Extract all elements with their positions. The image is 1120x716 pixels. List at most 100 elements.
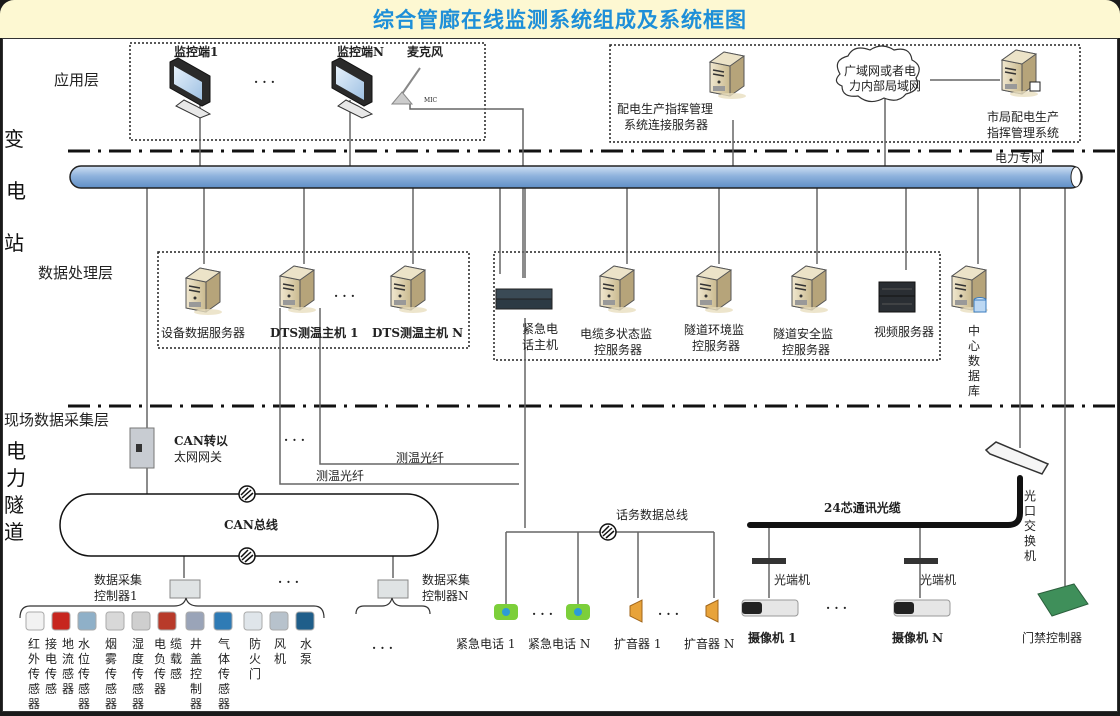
cable-server-label-line: 控服务器 <box>594 342 642 357</box>
sensor-icon <box>105 611 125 631</box>
tunnel-side-label: 电 力 隧 道 <box>4 439 26 544</box>
application-left-group <box>129 42 486 141</box>
microphone: MIC 麦克风 <box>390 44 443 105</box>
sensor-icon <box>185 611 205 631</box>
collector-1-label-line: 数据采集 <box>94 572 142 587</box>
camera-n-label: 摄像机 N <box>892 630 943 645</box>
backbone-label: 电力专网 <box>995 150 1043 165</box>
emergency-host-label-line: 紧急电 <box>522 321 558 336</box>
data-collector-n: 数据采集 控制器N <box>377 572 470 603</box>
city-system-label-line: 指挥管理系统 <box>987 125 1059 140</box>
ellipsis: · · · <box>658 607 679 621</box>
microphone-icon: MIC <box>424 97 438 104</box>
side-char: 道 <box>4 520 24 544</box>
sensor-label-char: 电 <box>154 637 166 651</box>
sensor-icon <box>213 611 233 631</box>
speaker-n-label: 扩音器 N <box>684 636 734 651</box>
processing-right-group <box>493 251 941 361</box>
sensor-label-char: 外 <box>28 652 40 666</box>
ellipsis: · · · <box>372 641 393 655</box>
sensor-labels: 红外传感器接电传感地流感器水位传感器烟雾传感器湿度传感器电负传器缆载感井盖控制器… <box>28 636 312 711</box>
substation-side-label: 变 电 站 <box>4 127 26 255</box>
sensor-label-char: 制 <box>190 682 202 696</box>
city-system-label-line: 市局配电生产 <box>987 109 1059 124</box>
central-db-label-char: 数 <box>968 353 980 368</box>
env-server-label-line: 隧道环境监 <box>684 322 744 337</box>
cloud-label-line: 力内部局域网 <box>849 78 921 93</box>
access-controller-label: 门禁控制器 <box>1022 630 1082 645</box>
sensor-label-char: 度 <box>132 651 144 666</box>
sensor-label-char: 湿 <box>132 636 144 651</box>
sensor-label-char: 感 <box>45 681 57 696</box>
temperature-fiber-label: 测温光纤 <box>316 469 364 483</box>
emergency-host-label-line: 话主机 <box>522 338 558 352</box>
sensor-icon <box>295 611 315 631</box>
device-data-server: 设备数据服务器 <box>161 267 245 340</box>
optical-terminal-1-label: 光端机 <box>774 573 810 587</box>
cable-state-monitor-server: 电缆多状态监 控服务器 <box>580 265 652 357</box>
sensor-label-char: 井 <box>190 637 202 651</box>
sensor-icon <box>243 611 263 631</box>
voice-data-bus: 话务数据总线 <box>599 507 688 541</box>
emergency-phone-host: 紧急电 话主机 <box>495 288 558 352</box>
sensor-label-char: 红 <box>28 636 40 651</box>
sensor-icon <box>51 611 71 631</box>
sensor-label-char: 防 <box>249 636 261 651</box>
sensor-label-char: 器 <box>132 697 144 711</box>
sensor-label-char: 传 <box>218 666 230 681</box>
sensor-icon <box>77 611 97 631</box>
diagram-canvas: 变 电 站 电 力 隧 道 应用层 数据处理层 现场数据采集层 <box>1 37 1119 713</box>
processing-left-group <box>157 251 470 349</box>
video-server: 视频服务器 <box>874 281 934 339</box>
sensor-label-char: 器 <box>190 697 202 711</box>
dispatch-server-label-line: 配电生产指挥管理 <box>617 101 713 116</box>
sensor-label-char: 机 <box>274 652 286 666</box>
switch-label-char: 交 <box>1024 518 1036 533</box>
sensor-label-char: 门 <box>249 666 261 681</box>
sensor-label-char: 电 <box>45 652 57 666</box>
field-layer-label: 现场数据采集层 <box>4 411 109 429</box>
ellipsis: · · · <box>278 575 299 589</box>
title-bar: 综合管廊在线监测系统组成及系统框图 <box>0 0 1120 38</box>
ellipsis: · · · <box>532 607 553 621</box>
switch-label-char: 口 <box>1024 504 1036 518</box>
monitor-terminal-1: 监控端1 <box>169 44 218 119</box>
side-char: 电 <box>6 179 26 203</box>
dispatch-connection-server: 配电生产指挥管理 系统连接服务器 <box>617 51 747 132</box>
sensor-label-char: 风 <box>274 637 286 651</box>
sensor-label-char: 器 <box>105 697 117 711</box>
sensor-label-char: 火 <box>249 652 261 666</box>
speaker-1: 扩音器 1 <box>614 599 661 651</box>
access-controller: 门禁控制器 <box>1022 583 1089 645</box>
side-char: 力 <box>6 466 26 490</box>
speaker-1-label: 扩音器 1 <box>614 636 661 651</box>
sensor-icon <box>25 611 45 631</box>
sensor-label-char: 器 <box>78 697 90 711</box>
sensor-label-char: 地 <box>62 637 74 651</box>
speaker-n: 扩音器 N <box>684 599 734 651</box>
sensor-label-char: 器 <box>28 697 40 711</box>
gateway-label-line: 太网网关 <box>174 449 222 464</box>
can-bus: CAN总线 <box>59 485 439 565</box>
switch-label-char: 光 <box>1024 489 1036 503</box>
microphone-label: 麦克风 <box>407 44 443 59</box>
central-database: 中 心 数 据 库 <box>951 265 989 398</box>
monitor-terminal-n: 监控端N <box>331 44 384 119</box>
dts-host-n: DTS测温主机 N <box>372 265 463 340</box>
optical-terminal-n: 光端机 <box>904 558 956 587</box>
side-char: 变 <box>4 127 24 151</box>
application-right-group <box>609 44 1081 143</box>
bus-connector-icon <box>599 523 617 541</box>
sensor-icon <box>269 611 289 631</box>
sensor-label-char: 体 <box>218 652 230 666</box>
sensor-label-char: 接 <box>45 636 57 651</box>
optical-terminal-1: 光端机 <box>752 558 810 587</box>
collector-n-brace <box>355 597 431 615</box>
sensor-label-char: 缆 <box>170 637 182 651</box>
sensor-label-char: 盖 <box>190 652 202 666</box>
bus-connector-icon <box>238 547 256 565</box>
collector-1-label-line: 控制器1 <box>94 589 138 603</box>
fiber-cable-label: 24芯通讯光缆 <box>824 500 901 515</box>
data-collector-1: 数据采集 控制器1 <box>94 572 201 603</box>
cable-server-label-line: 电缆多状态监 <box>580 327 652 341</box>
